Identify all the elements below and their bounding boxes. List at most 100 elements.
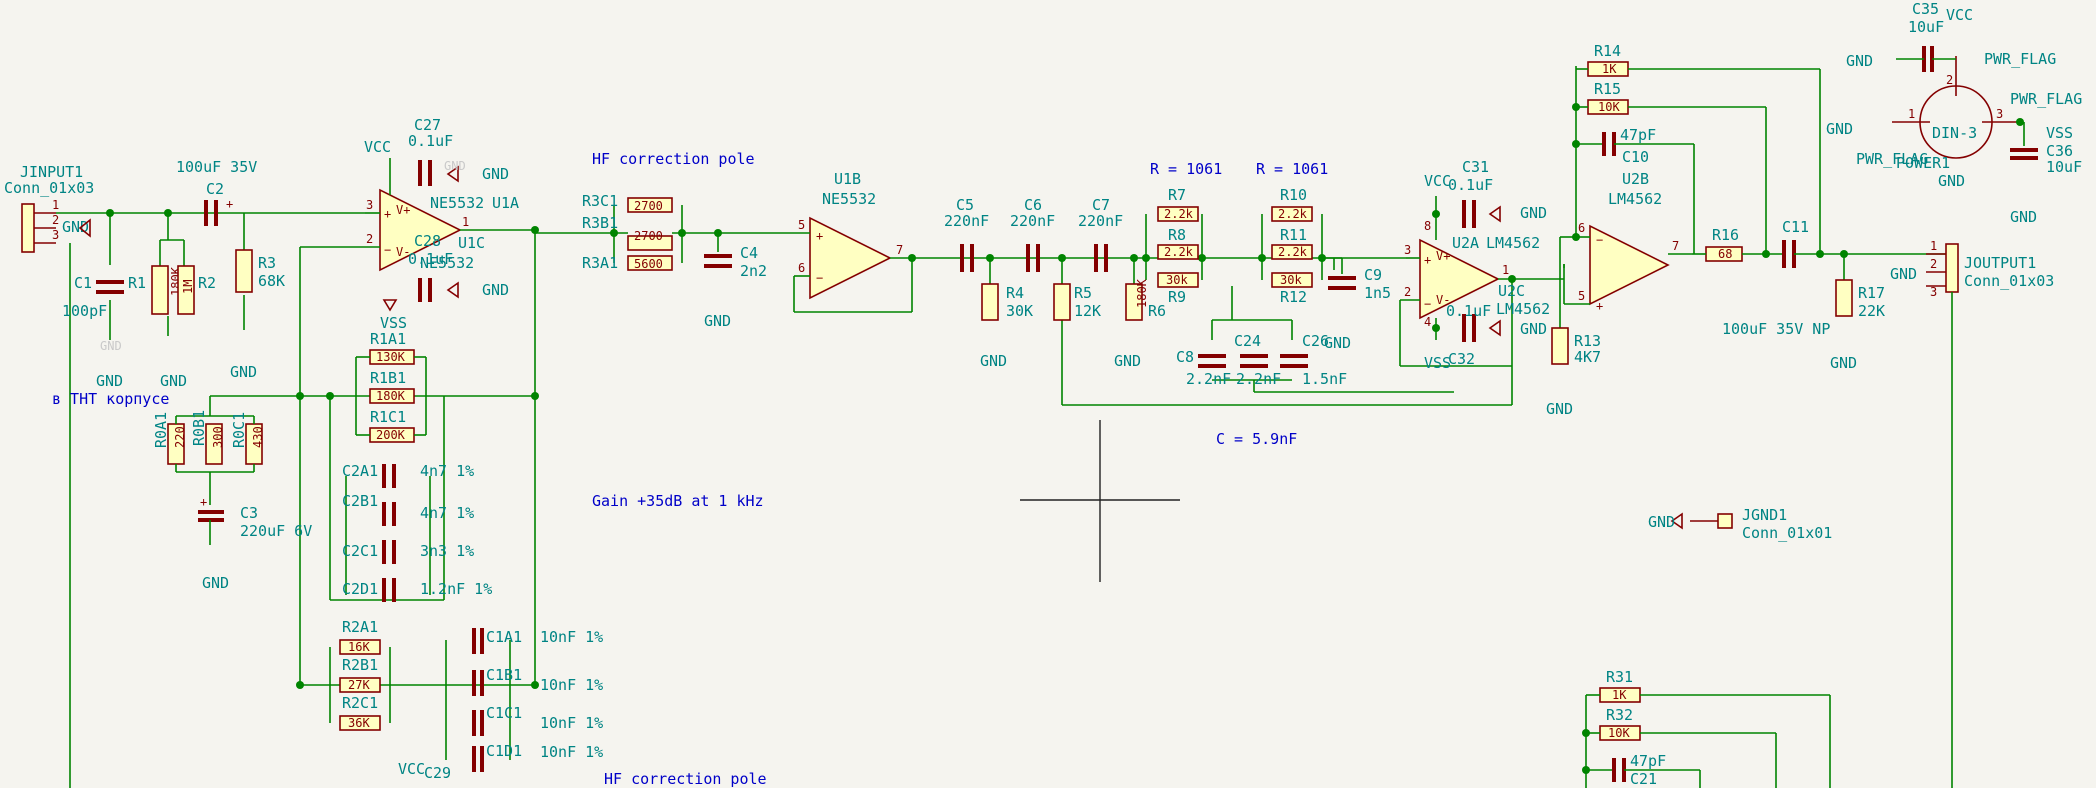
svg-text:1.2nF 1%: 1.2nF 1% [420,580,492,598]
opamp-u1a[interactable]: 3 2 1 + − V+ V- NE5532 U1A U1C NE5532 VC… [300,138,539,312]
svg-text:C28: C28 [414,232,441,250]
svg-text:C1A1: C1A1 [486,628,522,646]
svg-text:1: 1 [462,215,469,229]
resistor-bank-r7-r9[interactable]: 2.2k 2.2k 30k R7 R8 R9 R = 1061 [1150,160,1222,306]
power-din-connector[interactable]: 1 3 2 DIN-3 POWER1 GND PWR_FLAG PWR_FLAG… [1826,6,2082,190]
svg-text:C27: C27 [414,116,441,134]
svg-text:R12: R12 [1280,288,1307,306]
capacitor-c7[interactable]: C7 220nF [1078,196,1123,272]
input-connector[interactable]: JINPUT1 Conn_01x03 1 2 3 GND [4,163,94,253]
resistor-r5[interactable]: R5 12K [1053,283,1101,321]
opamp-u1b[interactable]: 5 6 7 + − U1B NE5532 [790,170,950,313]
svg-text:U1B: U1B [834,170,861,188]
svg-text:5: 5 [1578,289,1585,303]
capacitor-c5[interactable]: C5 220nF [944,196,989,272]
svg-text:1: 1 [1930,239,1937,253]
svg-text:GND: GND [980,352,1007,370]
capacitor-bank-c1[interactable]: C1A1 C1B1 C1C1 C1D1 10nF 1% 10nF 1% 10nF… [398,628,603,782]
resistor-r4[interactable]: R4 30K GND [980,283,1033,370]
capacitor-c4[interactable]: C4 2n2 GND [704,233,767,330]
svg-text:R0A1: R0A1 [152,412,170,448]
svg-text:VCC: VCC [1946,6,1973,24]
hf-note-2: HF correction pole [604,770,767,788]
resistor-bank-r0[interactable]: R0A1 R0B1 R0C1 220 300 430 [152,396,265,505]
output-connector[interactable]: 1 2 3 JOUTPUT1 Conn_01x03 GND [1890,239,2054,788]
capacitor-c35[interactable]: C35 10uF [1896,0,1956,72]
svg-text:C31: C31 [1462,158,1489,176]
resistor-r3[interactable]: R3 68K GND [230,249,285,381]
svg-text:R2A1: R2A1 [342,618,378,636]
resistor-r16[interactable]: R16 68 [1692,226,1782,262]
svg-text:430: 430 [251,426,265,448]
capacitor-c9[interactable]: C9 1n5 GND [1324,258,1391,352]
svg-text:GND: GND [482,165,509,183]
capacitor-c3[interactable]: + C3 220uF 6V GND [198,495,312,592]
opamp-u2a[interactable]: 3 2 1 + − V+ V- 8 4 U2A LM4562 U2C LM456… [1399,172,1565,405]
svg-text:R13: R13 [1574,332,1601,350]
capacitor-bank-c2[interactable]: C2A1 C2B1 C2C1 C2D1 4n7 1% 4n7 1% 3n3 1%… [342,462,492,602]
resistor-r6[interactable]: 180K R6 GND [1114,278,1166,370]
svg-text:C35: C35 [1912,0,1939,18]
output-connector-ref: JOUTPUT1 [1964,254,2036,272]
capacitor-c31[interactable]: C31 0.1uF GND [1448,158,1547,228]
svg-text:30k: 30k [1280,273,1302,287]
svg-text:220nF: 220nF [1078,212,1123,230]
resistor-r17[interactable]: R17 22K GND [1830,254,1885,372]
svg-text:C6: C6 [1024,196,1042,214]
gnd-connector[interactable]: GND JGND1 Conn_01x01 [1648,506,1832,542]
resistor-r1[interactable]: 180K R1 [128,265,183,315]
gain-note: Gain +35dB at 1 kHz [592,492,764,510]
resistor-r2[interactable]: 1M R2 GND [160,265,216,390]
svg-text:3: 3 [1930,285,1937,299]
svg-text:GND: GND [202,574,229,592]
resistor-r15[interactable]: R15 10K [1576,80,1767,254]
capacitor-c1[interactable]: C1 100pF GND GND [62,274,124,390]
svg-text:U2C: U2C [1498,282,1525,300]
svg-text:2.2nF: 2.2nF [1236,370,1281,388]
svg-text:U1A: U1A [492,194,519,212]
svg-text:10nF 1%: 10nF 1% [540,628,603,646]
svg-text:200K: 200K [376,428,406,442]
resistor-bank-r3[interactable]: 2700 2700 5600 R3C1 R3B1 R3A1 [535,192,790,272]
svg-text:1M: 1M [181,280,195,294]
capacitor-c27[interactable]: C27 0.1uF GND GND [408,116,509,186]
resistor-bank-r1[interactable]: R1A1 130K R1B1 180K R1C1 200K VSS [355,314,427,443]
resistor-r14[interactable]: R14 1K [1576,42,1821,254]
svg-text:2n2: 2n2 [740,262,767,280]
svg-text:V-: V- [396,245,410,259]
capacitor-bank-c8-c26[interactable]: C8 C24 C26 2.2nF 2.2nF 1.5nF C = 5.9nF [1176,332,1347,448]
svg-text:C1B1: C1B1 [486,666,522,684]
capacitor-c32[interactable]: C32 0.1uF GND [1446,302,1547,368]
svg-text:10nF 1%: 10nF 1% [540,714,603,732]
hf-note-1: HF correction pole [592,150,755,168]
svg-text:3: 3 [52,228,59,242]
svg-text:PWR_FLAG: PWR_FLAG [1984,50,2056,68]
capacitor-c28[interactable]: C28 0.1uF GND [408,232,509,302]
resistor-r13[interactable]: R13 4K7 GND [1546,327,1601,418]
svg-text:C11: C11 [1782,218,1809,236]
svg-text:36K: 36K [348,716,370,730]
svg-text:10uF: 10uF [2046,158,2082,176]
svg-text:6: 6 [1578,221,1585,235]
resistor-bank-r10-r12[interactable]: 2.2k 2.2k 30k R10 R11 R12 R = 1061 [1256,160,1328,306]
svg-text:10nF 1%: 10nF 1% [540,676,603,694]
svg-text:130K: 130K [376,350,406,364]
opamp-u2b[interactable]: 6 5 7 − + U2B LM4562 [1559,66,1692,328]
svg-text:12K: 12K [1074,302,1101,320]
capacitor-c10[interactable]: 47pF C10 [1576,126,1695,254]
svg-text:R5: R5 [1074,284,1092,302]
resistor-bank-r2[interactable]: R2A1 16K R2B1 27K R2C1 36K [329,618,391,731]
svg-text:R31: R31 [1606,668,1633,686]
capacitor-c11[interactable]: C11 100uF 35V NP [1722,218,1946,338]
r-note-2: R = 1061 [1256,160,1328,178]
capacitor-c36[interactable]: C36 10uF GND [2010,122,2082,226]
svg-text:+: + [226,197,233,211]
svg-text:2: 2 [366,232,373,246]
svg-text:R1: R1 [128,274,146,292]
capacitor-c6[interactable]: C6 220nF [1010,196,1055,272]
second-channel-partial[interactable]: R31 1K R32 10K 47pF C21 [1582,668,1831,788]
svg-text:1: 1 [52,198,59,212]
svg-text:GND: GND [1520,204,1547,222]
capacitor-c2[interactable]: 100uF 35V C2 + [176,158,257,226]
